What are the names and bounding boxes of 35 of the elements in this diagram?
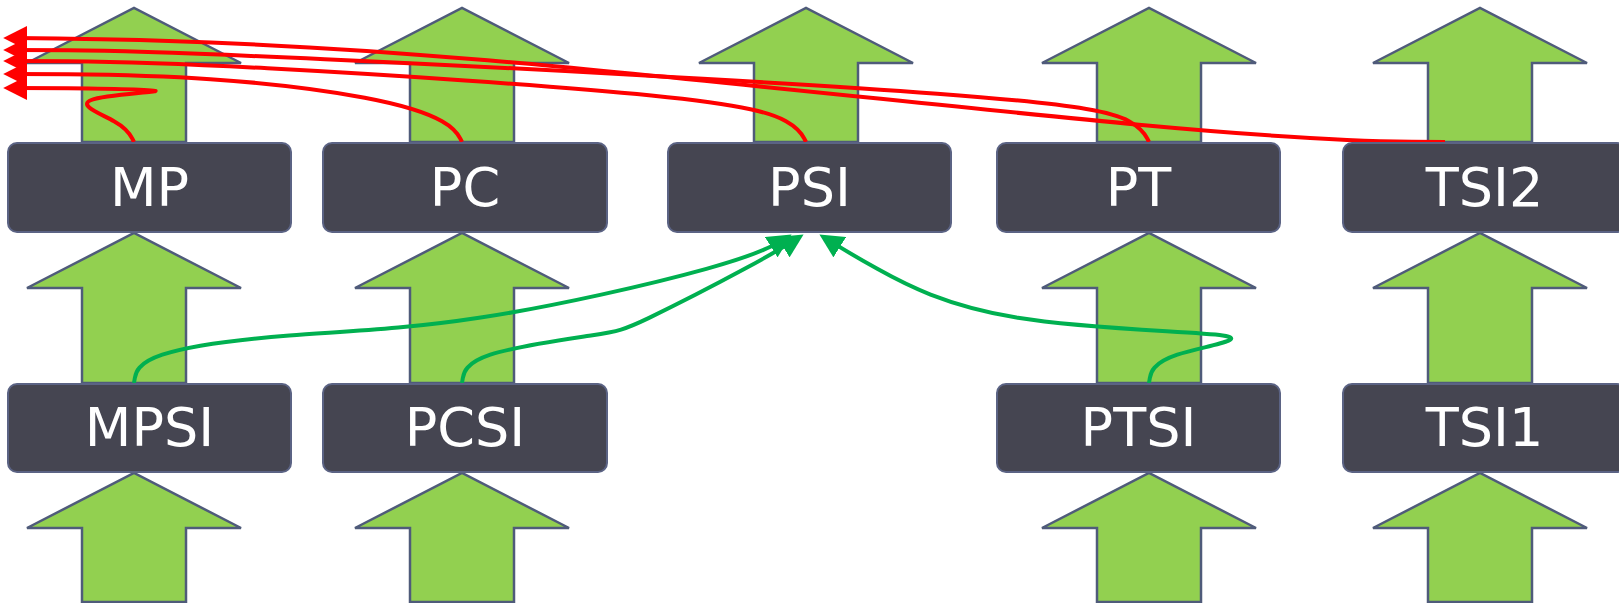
box (322, 142, 608, 233)
box-label: PCSI (404, 401, 526, 455)
box (1342, 142, 1619, 233)
box-label: TSI2 (1425, 160, 1544, 215)
curved-arrow (819, 234, 1232, 384)
box (996, 142, 1281, 233)
curved-arrow (132, 234, 792, 384)
block-arrow (353, 471, 571, 603)
box (7, 142, 292, 233)
box-label: PTSI (1080, 401, 1197, 455)
block-arrow (1371, 6, 1589, 144)
box (7, 383, 292, 473)
block-arrow (1040, 6, 1258, 144)
block-arrow (1040, 231, 1258, 385)
block-arrow (1371, 231, 1589, 385)
block-arrow (697, 6, 915, 144)
block-arrow (1040, 471, 1258, 603)
block-arrow (353, 231, 571, 385)
box-label: MPSI (84, 401, 215, 455)
block-arrow (353, 6, 571, 144)
box-label: PT (1105, 160, 1172, 215)
block-arrow (1371, 471, 1589, 603)
box (996, 383, 1281, 473)
box (1342, 383, 1619, 473)
block-arrow (25, 6, 243, 144)
box-label: PSI (768, 160, 851, 215)
block-arrow (25, 231, 243, 385)
box-label: TSI1 (1425, 401, 1544, 455)
box (667, 142, 952, 233)
box-label: PC (429, 160, 501, 215)
curved-arrow (3, 26, 1445, 144)
box-label: MP (109, 160, 190, 215)
block-arrow (25, 471, 243, 603)
box (322, 383, 608, 473)
curved-arrow (460, 234, 804, 384)
